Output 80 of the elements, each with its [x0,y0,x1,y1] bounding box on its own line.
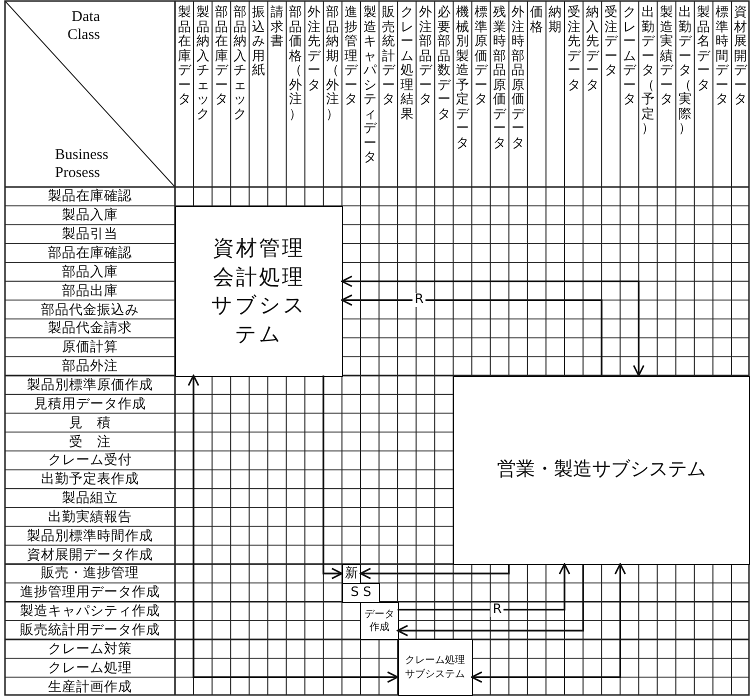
row-heading: 製品引当 [62,226,118,242]
column-heading: 振込み用紙 [252,6,265,78]
box-label: S S [350,584,372,602]
column-heading: 納期 [548,6,562,35]
row-heading: 見積用データ作成 [34,396,146,412]
connector-arrow [341,276,644,376]
column-heading: 外注先データ [308,6,321,93]
column-heading: 外注部品データ [418,6,432,108]
row-heading: 部品出庫 [62,282,118,299]
row-heading: 進捗管理用データ作成 [20,584,160,600]
row-heading: 出勤予定表作成 [41,471,139,488]
column-heading: 必要部品数データ [437,6,450,122]
column-heading: 標準原価データ [474,6,488,108]
row-heading: 部品入庫 [62,264,118,280]
box-label: 資材管理会計処理サブシステム [210,235,308,348]
connector-arrow [396,564,584,636]
column-heading: 機械別製造予定データ [456,6,469,151]
column-heading: 製品名データ [697,6,710,93]
column-heading: 出勤データ（予定） [641,6,654,136]
row-heading: 部品代金振込み [41,302,139,318]
row-heading: クレーム処理 [48,660,132,676]
column-heading: 資材展開データ [734,6,748,108]
row-heading: 販売・進捗管理 [41,565,139,582]
row-heading: 製品入庫 [62,207,118,224]
column-heading: 販売統計データ [382,6,395,108]
row-heading: 生産計画作成 [48,678,132,695]
connector-arrow [341,294,602,376]
box-label: データ作成 [364,608,396,635]
box-label: クレーム処理サブシステム [404,654,466,682]
column-heading: 製品在庫データ [178,6,191,108]
row-heading: 製品別標準時間作成 [27,528,153,544]
connector-arrow [360,564,510,580]
box-label: 新 [345,565,358,583]
row-heading: 販売統計用データ作成 [20,622,160,638]
row-heading: 部品在庫確認 [48,244,132,261]
column-heading: 進捗管理データ [344,6,358,108]
column-heading: 製造キャパシティデータ [363,6,376,166]
column-heading: 部品納入チェック [233,6,246,122]
column-heading: 納入先データ [586,6,599,93]
column-heading: 部品価格（外注） [289,6,302,122]
row-heading: 資材展開データ作成 [27,546,153,563]
column-heading: 製品納入チェック [196,6,210,122]
row-heading: 製品在庫確認 [48,188,132,204]
connector-arrow [322,376,343,580]
connector-arrow [188,374,398,683]
column-heading: クレームデータ [622,6,636,108]
row-heading: クレーム受付 [48,452,132,468]
process-box [360,602,399,640]
column-heading: 請求書 [270,6,284,50]
corner-heading: Data Class [66,8,100,44]
row-heading: 製品別標準原価作成 [27,376,153,393]
column-heading: 受注データ [604,6,618,78]
row-heading: クレーム対策 [48,640,132,657]
box-label: 営業・製造サブシステム [497,457,706,482]
process-box [342,582,380,603]
column-heading: 残業時部品原価データ [493,6,506,151]
column-heading: 外注時部品原価データ [512,6,525,151]
row-heading: 部品外注 [62,358,118,374]
edge-label: R [412,293,426,308]
connector-arrow [471,563,626,683]
subsystem-box [453,376,750,566]
row-heading: 製品代金請求 [48,320,132,336]
column-heading: クレーム処理結果 [400,6,414,122]
row-heading: 製造キャパシティ作成 [20,603,160,620]
row-heading: 製品組立 [62,490,118,506]
row-heading: 見 積 [69,414,111,431]
column-heading: 部品在庫データ [214,6,228,108]
column-heading: 部品納期（外注） [326,6,340,122]
row-heading: 原価計算 [62,339,118,356]
row-heading: 受 注 [69,434,111,450]
connector-arrow [398,563,570,611]
subsystem-box [398,639,473,696]
column-heading: 出勤データ（実際） [678,6,692,136]
column-heading: 標準時間データ [716,6,729,108]
column-heading: 製造実績データ [660,6,674,108]
corner-heading: Business Prosess [55,146,110,182]
column-heading: 受注先データ [567,6,580,93]
column-heading: 価格 [530,6,544,35]
subsystem-box [175,206,343,376]
row-heading: 出勤実績報告 [48,508,132,525]
